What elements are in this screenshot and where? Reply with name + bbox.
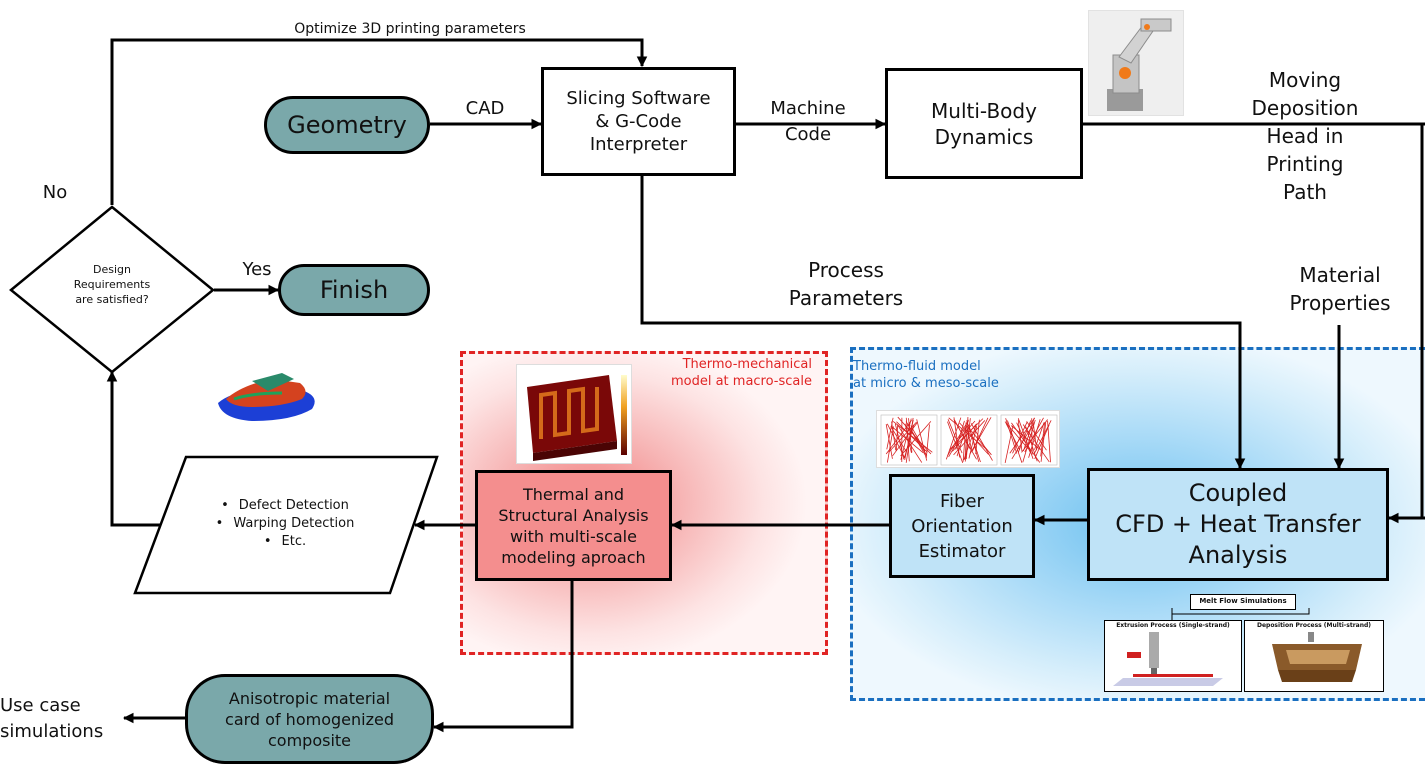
list-item: •Etc.	[263, 534, 307, 549]
robot-arm-image	[1088, 10, 1184, 116]
deposition-image	[1272, 632, 1362, 682]
coupled-analysis-node: Coupled CFD + Heat Transfer Analysis	[1087, 468, 1389, 581]
machine-code-label: Machine Code	[770, 98, 846, 145]
geometry-node: Geometry	[264, 96, 430, 154]
decision-label: Design Requirements are satisfied?	[73, 263, 151, 306]
melt-flow-diagram: Melt Flow Simulations Extrusion Process …	[1104, 594, 1384, 692]
list-item: •Defect Detection	[221, 498, 349, 513]
thermal-map-image	[516, 364, 632, 464]
list-item: •Warping Detection	[215, 516, 355, 531]
deposition-title: Deposition Process (Multi-strand)	[1256, 622, 1372, 629]
finish-label: Finish	[319, 276, 389, 304]
anisotropic-card-node: Anisotropic material card of homogenized…	[185, 674, 434, 764]
moving-head-label: Moving Deposition Head in Printing Path	[1251, 68, 1359, 204]
thermo-fluid-label: Thermo-fluid model at micro & meso-scale	[853, 359, 999, 391]
slicing-software-label: Slicing Software & G-Code Interpreter	[566, 88, 711, 155]
thermal-structural-node: Thermal and Structural Analysis with mul…	[475, 470, 672, 581]
geometry-label: Geometry	[287, 111, 407, 139]
thermal-structural-label: Thermal and Structural Analysis with mul…	[498, 484, 649, 567]
material-properties-label: Material Properties	[1289, 263, 1391, 315]
warped-part-image	[212, 363, 324, 433]
extrusion-image	[1113, 632, 1223, 686]
fiber-orientation-node: Fiber Orientation Estimator	[889, 474, 1035, 578]
cad-label: CAD	[465, 98, 505, 119]
multibody-node: Multi-Body Dynamics	[885, 68, 1083, 179]
multibody-label: Multi-Body Dynamics	[931, 98, 1037, 149]
yes-label: Yes	[242, 259, 272, 280]
fiber-orientation-image	[876, 410, 1060, 468]
deposition-panel: Deposition Process (Multi-strand)	[1244, 620, 1384, 692]
no-label: No	[42, 182, 68, 203]
extrusion-title: Extrusion Process (Single-strand)	[1116, 622, 1230, 629]
use-case-label: Use case simulations	[0, 695, 104, 742]
process-parameters-label: Process Parameters	[788, 258, 904, 310]
output-list: •Defect Detection •Warping Detection •Et…	[195, 497, 375, 551]
slicing-software-node: Slicing Software & G-Code Interpreter	[541, 67, 736, 176]
coupled-analysis-label: Coupled CFD + Heat Transfer Analysis	[1115, 479, 1361, 569]
optimize-loop-label: Optimize 3D printing parameters	[294, 21, 526, 37]
finish-node: Finish	[278, 264, 430, 316]
melt-flow-title: Melt Flow Simulations	[1190, 594, 1296, 610]
thermo-mechanical-label: Thermo-mechanical model at macro-scale	[670, 357, 812, 389]
anisotropic-card-label: Anisotropic material card of homogenized…	[225, 688, 394, 750]
fiber-orientation-label: Fiber Orientation Estimator	[911, 490, 1013, 562]
extrusion-panel: Extrusion Process (Single-strand)	[1104, 620, 1242, 692]
